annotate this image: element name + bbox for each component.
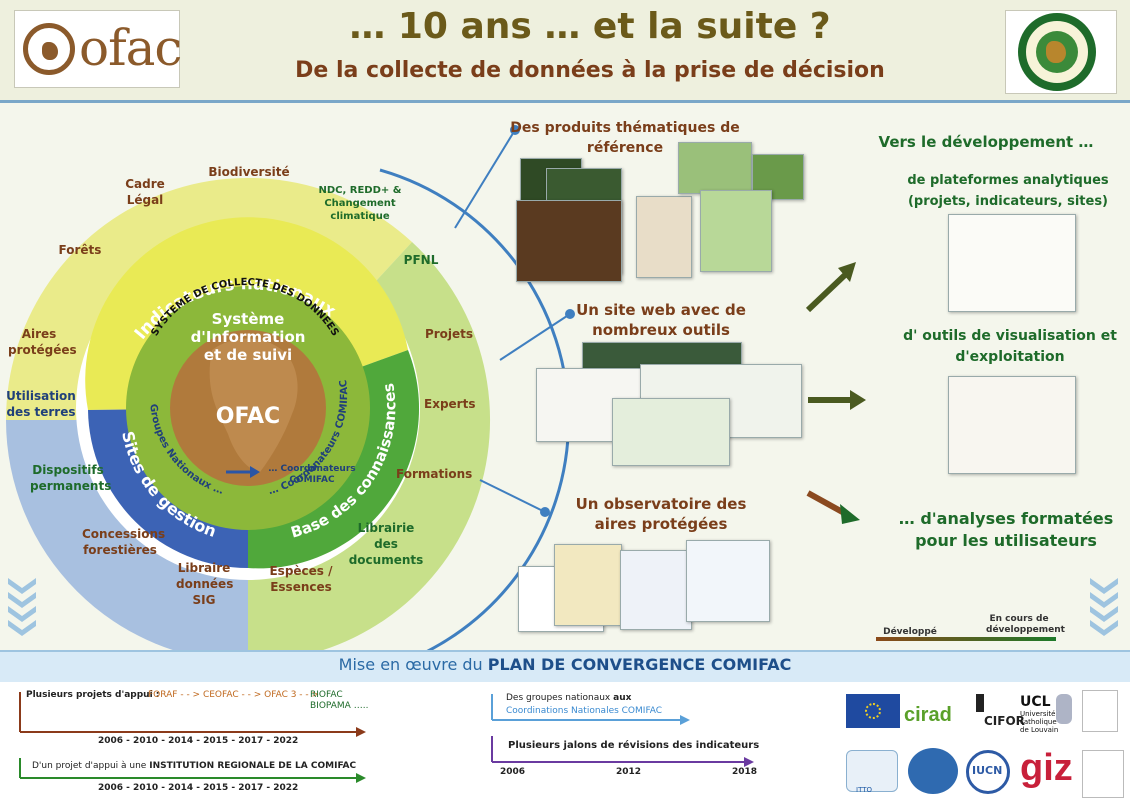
products-thematiques-title: Des produits thématiques de référence	[510, 120, 740, 156]
legend-developed: Développé	[883, 627, 937, 637]
iucn-ring-icon	[966, 750, 1010, 794]
connector-1	[454, 129, 516, 229]
label-formations: Formations	[396, 467, 473, 481]
label-utilisation-terres: Utilisation des terres	[6, 389, 76, 419]
label-ndc: NDC, REDD+ & Changement climatique	[318, 185, 402, 222]
connector-dot-1	[510, 125, 520, 135]
institution-prefix: D'un projet d'appui à une	[32, 761, 147, 771]
label-cadre-legal: Cadre Légal	[125, 177, 165, 207]
connector-dot-3	[540, 507, 550, 517]
gabon-map-logo-icon[interactable]	[1082, 750, 1124, 798]
arrow-up	[805, 271, 849, 313]
groupes-aux: aux	[613, 693, 632, 703]
years-row-1: 2006 - 2010 - 2014 - 2015 - 2017 - 2022	[98, 736, 299, 746]
obs-thumb-table[interactable]	[554, 544, 622, 626]
frm-logo-icon[interactable]	[1082, 690, 1118, 732]
connector-2	[499, 313, 571, 361]
label-concessions: Concessions forestières	[82, 527, 166, 557]
ucl-seal-icon	[1056, 694, 1072, 724]
itto-globe-icon	[846, 750, 898, 792]
arrow-down	[806, 490, 848, 517]
institution-bold: INSTITUTION REGIONALE DE LA COMIFAC	[149, 761, 357, 771]
label-aires-protegees: Aires protégées	[8, 327, 77, 357]
report-cover-climat[interactable]	[516, 200, 622, 282]
band-bold: PLAN DE CONVERGENCE COMIFAC	[487, 655, 792, 674]
comifac-logo[interactable]	[1005, 10, 1117, 94]
plateforme-thumb[interactable]	[948, 214, 1076, 312]
logo-text: ofac	[79, 19, 182, 77]
projets-chain: FORAF - - > CEOFAC - - > OFAC 3 - - >	[148, 690, 320, 700]
report-cover-aires[interactable]	[636, 196, 692, 278]
projets-label: Plusieurs projets d'appui :	[26, 690, 160, 700]
band	[0, 650, 1130, 682]
label-librairie-docs: Librairie des documents	[348, 521, 424, 567]
jalons-label: Plusieurs jalons de révisions des indica…	[508, 740, 760, 751]
institution-line: D'un projet d'appui à une INSTITUTION RE…	[32, 761, 356, 771]
plateformes-title: de plateformes analytiques (projets, ind…	[907, 173, 1109, 209]
label-biodiversite: Biodiversité	[208, 165, 290, 179]
connector-dot-2	[565, 309, 575, 319]
ofac-logo[interactable]: ofac	[14, 10, 182, 88]
cifor-tree-icon	[976, 694, 984, 712]
fao-logo-icon[interactable]	[908, 748, 958, 794]
map-thumb-1[interactable]	[678, 142, 752, 194]
page-subtitle: De la collecte de données à la prise de …	[295, 58, 885, 83]
band-prefix: Mise en œuvre du	[338, 655, 483, 674]
legend-gradient-bar	[876, 637, 1056, 641]
giz-logo[interactable]: giz	[1020, 747, 1073, 789]
year-2018: 2018	[732, 767, 758, 777]
core-system-label: Système d'Information et de suivi	[190, 310, 306, 364]
iucn-logo[interactable]: IUCN	[972, 764, 1003, 777]
label-especes: Espèces / Essences	[269, 564, 333, 594]
years-row-2: 2006 - 2010 - 2014 - 2015 - 2017 - 2022	[98, 783, 299, 793]
timeline-svg	[19, 692, 366, 783]
obs-thumb-satellite[interactable]	[686, 540, 770, 622]
label-librairie-sig: Libraire données SIG	[176, 561, 234, 607]
year-2012: 2012	[616, 767, 642, 777]
page-title: … 10 ans … et la suite ?	[349, 6, 831, 47]
label-experts: Experts	[424, 397, 476, 411]
groupes-line1: Des groupes nationaux	[506, 693, 611, 703]
connector-3	[479, 479, 546, 513]
band-title: Mise en œuvre du PLAN DE CONVERGENCE COM…	[0, 655, 1130, 674]
groupes-line: Des groupes nationaux aux	[506, 693, 631, 703]
africa-logo-icon	[23, 23, 75, 75]
groupes-line2: Coordinations Nationales COMIFAC	[506, 706, 663, 716]
web-thumb-map[interactable]	[612, 398, 730, 466]
ring-labels-svg: Indicateurs nationaux SYSTEME DE COLLECT…	[118, 274, 399, 541]
cirad-logo[interactable]: cirad	[904, 704, 952, 726]
outils-title: d' outils de visualisation et d'exploita…	[903, 328, 1117, 365]
chevrons-left-icon	[8, 578, 36, 636]
comifac-seal-icon	[1018, 13, 1096, 91]
core-ofac-label: OFAC	[215, 404, 281, 429]
coordonateurs-flow-label: … Coordonateurs COMIFAC	[268, 464, 356, 485]
diagram-svg	[5, 125, 1118, 650]
flow-arrow-head	[250, 466, 260, 478]
ucl-logo[interactable]: UCL	[1020, 694, 1051, 710]
year-2006: 2006	[500, 767, 526, 777]
products-observatoire-title: Un observatoire des aires protégées	[575, 495, 747, 533]
cifor-logo[interactable]: CIFOR	[984, 714, 1025, 728]
outils-thumb[interactable]	[948, 376, 1076, 474]
ucl-subtitle: Université catholique de Louvain	[1020, 710, 1059, 734]
label-pfnl: PFNL	[403, 253, 439, 267]
header	[0, 0, 1130, 103]
africa-map-icon	[209, 338, 298, 472]
vers-title: Vers le développement …	[878, 133, 1094, 151]
itto-logo[interactable]: ITTO	[856, 786, 873, 794]
map-thumb-3[interactable]	[700, 190, 772, 272]
eu-flag-icon[interactable]	[846, 694, 900, 728]
analyses-title: … d'analyses formatées pour les utilisat…	[898, 509, 1114, 550]
label-forets: Forêts	[58, 243, 102, 257]
legend-in-dev: En cours de développement	[986, 614, 1065, 635]
label-projets: Projets	[424, 327, 474, 341]
products-site-web-title: Un site web avec de nombreux outils	[576, 301, 746, 339]
label-dispositifs: Dispositifs permanents	[30, 463, 112, 493]
projets-end: RIOFAC BIOPAMA …..	[310, 690, 369, 711]
chevrons-right-icon	[1090, 578, 1118, 636]
obs-thumb-map[interactable]	[620, 550, 692, 630]
timeline-svg-2	[491, 694, 754, 767]
